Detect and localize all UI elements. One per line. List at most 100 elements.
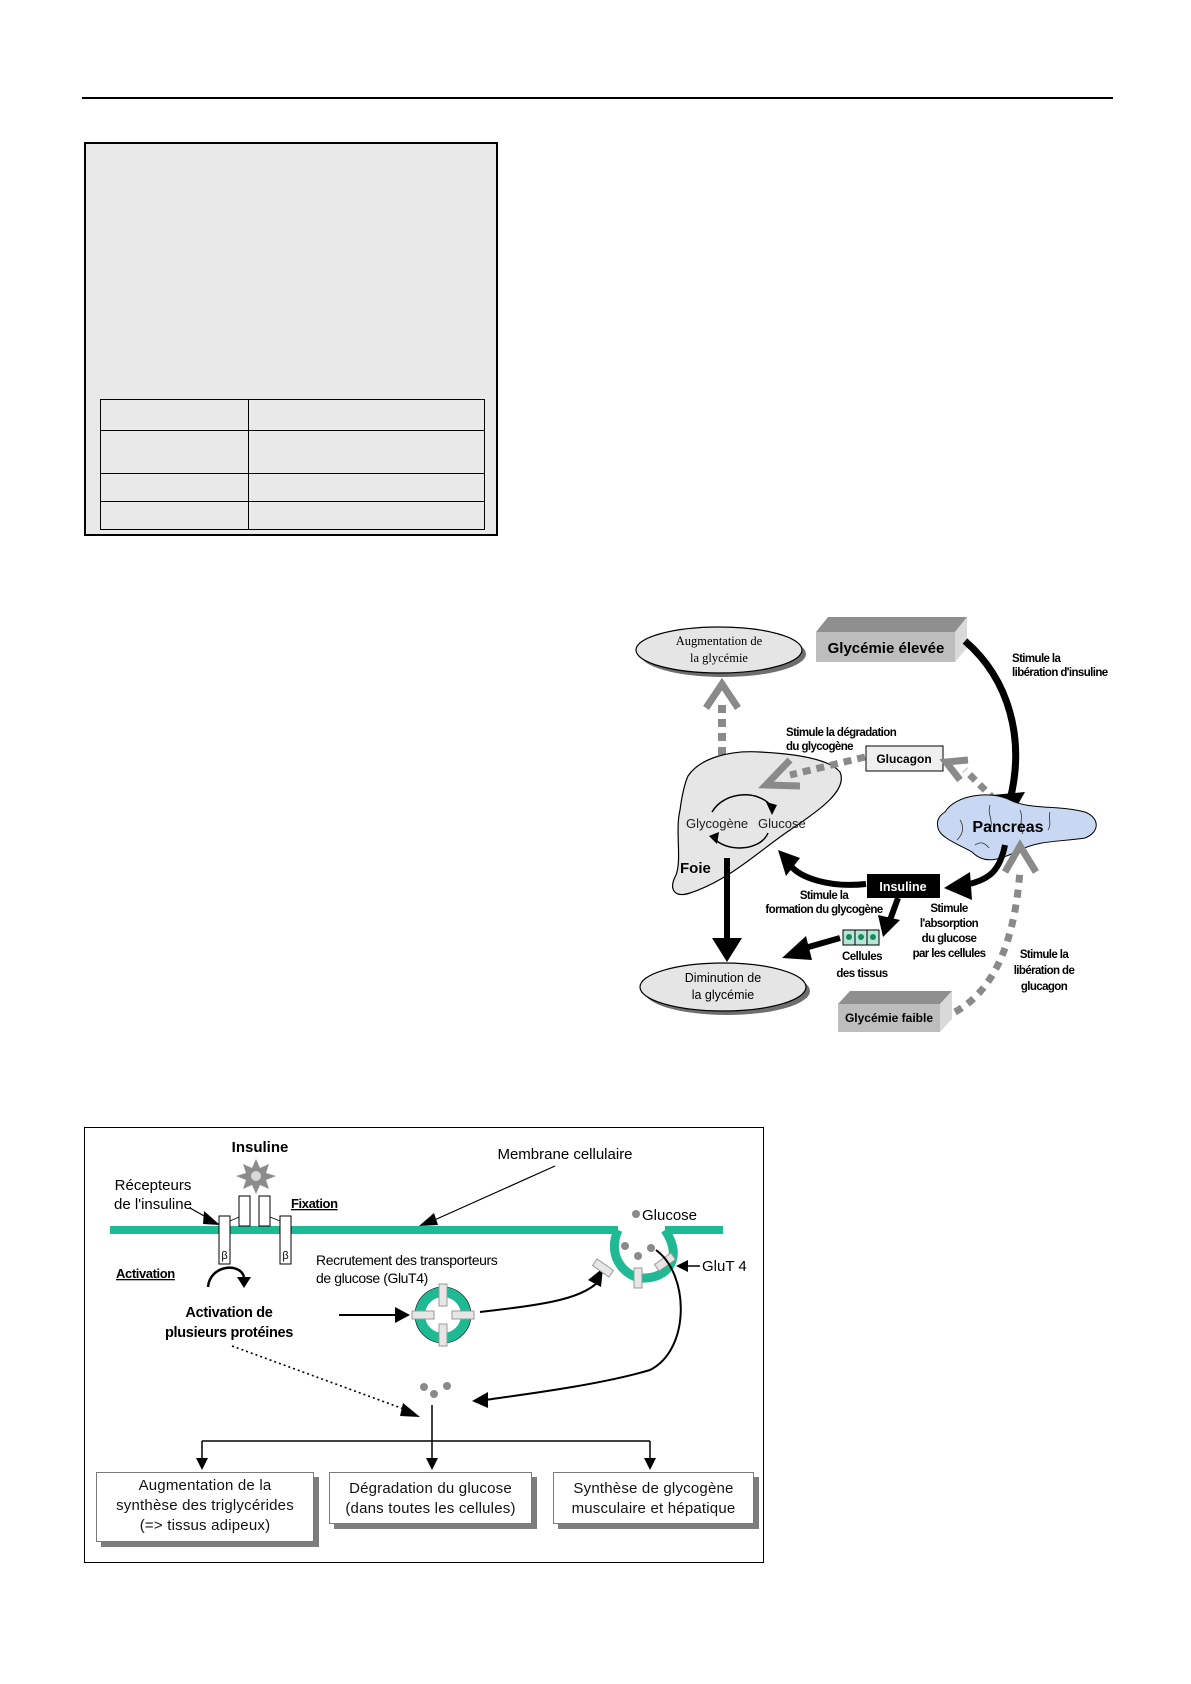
decrease-ellipse-line1: Diminution de [685,971,761,985]
cell-membrane-right [664,1225,723,1234]
result-glycogen-synthesis-line1: Synthèse de glycogène [573,1480,734,1497]
glucose-molecule-icon [633,1251,642,1260]
result-glycogen-synthesis-line2: musculaire et hépatique [571,1500,736,1517]
glucose-label: Glucose [642,1207,697,1224]
liver-label: Foie [680,860,711,877]
table-cell [248,399,485,431]
glucagon-label: Glucagon [876,752,931,766]
glucose-molecule-icon [631,1209,640,1218]
activation-proteins-line2: plusieurs protéines [164,1325,292,1341]
high-glycemia-box: Glycémie élevée [816,617,967,662]
table-row [100,430,485,474]
beta-subunit-label-left: β [221,1250,227,1262]
stim-glucose-absorption-line3: du glucose [922,933,977,945]
stim-insulin-release-line2: libération d'insuline [1012,667,1108,679]
table-cell [248,473,485,502]
decrease-glycemia-ellipse: Diminution de la glycémie [639,962,810,1015]
low-glycemia-box: Glycémie faible [838,991,952,1032]
result-box-glucose-degradation: Dégradation du glucose (dans toutes les … [329,1472,532,1524]
glucose-molecule-icon [646,1243,655,1252]
glucose-molecule-icon [419,1382,428,1391]
tissue-cells-icon [842,929,880,946]
low-glycemia-label: Glycémie faible [845,1011,933,1025]
glut4-vesicle-icon [411,1283,474,1346]
header-rule [82,97,1113,99]
decrease-ellipse-line2: la glycémie [692,988,755,1002]
glucose-molecule-icon [620,1241,629,1250]
gray-dashed-arrow-pancreas-glucagon [939,756,1008,813]
tissue-cells-line1: Cellules [842,951,882,963]
activation-label: Activation [116,1266,175,1281]
glucose-label: Glucose [758,816,806,831]
result-triglycerides-line2: synthèse des triglycérides [116,1497,294,1514]
glut4-transporter-icon [633,1267,642,1288]
insulin-signaling-figure: Insuline Récepteurs de l'insuline β β Fi… [84,1127,764,1563]
liver-shape: Glycogène Glucose Foie [672,751,842,896]
table-row [100,501,485,530]
insulin-label: Insuline [231,1139,288,1156]
insulin-box: Insuline [867,874,940,898]
result-box-glycogen-synthesis: Synthèse de glycogène musculaire et hépa… [553,1472,754,1524]
increase-glycemia-ellipse: Augmentation de la glycémie [635,626,806,677]
glut4-transporter-icon [591,1257,614,1278]
stim-glycogen-degradation-line2: du glycogène [786,741,853,753]
gray-dashed-arrow-low-glycemia [953,839,1039,1016]
arrow-head [944,872,972,900]
table-cell [100,430,249,474]
glycogen-label: Glycogène [686,816,748,831]
glucose-molecule-icon [429,1389,438,1398]
arrow-head [778,850,800,876]
increase-ellipse-line2: la glycémie [690,651,748,665]
result-box-triglycerides: Augmentation de la synthèse des triglycé… [96,1472,314,1542]
stim-glucose-absorption-line2: l'absorption [920,918,979,930]
beta-subunit-label-right: β [282,1250,288,1262]
cell-membrane-left [109,1225,618,1234]
pancreas-shape: Pancreas [937,794,1097,861]
table-cell [100,501,249,530]
glut4-label: GluT 4 [702,1258,747,1275]
gray-dashed-arrow-glucagon-liver [758,753,866,790]
table-cell [248,430,485,474]
table-row [100,399,485,431]
glycemia-regulation-diagram: Augmentation de la glycémie Glycémie éle… [635,617,1108,1032]
glut4-transporter-icon [653,1251,676,1272]
summary-box [84,142,498,536]
activation-proteins-line1: Activation de [185,1305,272,1321]
stim-glycogen-formation-line1: Stimule la [800,890,850,902]
receptors-label-line2: de l'insuline [114,1196,192,1213]
pancreas-label: Pancreas [972,819,1043,836]
result-triglycerides-line1: Augmentation de la [138,1477,272,1494]
stim-glucose-absorption-line4: par les cellules [913,948,986,960]
table-cell [100,399,249,431]
arrow-head [878,915,900,937]
stim-insulin-release-line1: Stimule la [1012,653,1062,665]
arrow-head [782,936,812,960]
increase-ellipse-line1: Augmentation de [676,634,763,648]
table-row [100,473,485,502]
receptors-label-line1: Récepteurs [114,1177,191,1194]
stim-glycogen-formation-line2: formation du glycogène [765,904,882,916]
table-cell [100,473,249,502]
glucose-molecule-icon [442,1381,451,1390]
tissue-cells-line2: des tissus [836,968,887,980]
result-triglycerides-line3: (=> tissus adipeux) [139,1517,271,1534]
summary-table [100,399,485,530]
result-glucose-degradation-line2: (dans toutes les cellules) [345,1500,516,1517]
stim-glycogen-degradation-line1: Stimule la dégradation [786,727,897,739]
insulin-signaling-diagram: Insuline Récepteurs de l'insuline β β Fi… [109,1139,747,1470]
stim-glucagon-release-line1: Stimule la [1020,949,1070,961]
stim-glucagon-release-line3: glucagon [1021,981,1068,993]
stim-glucagon-release-line2: libération de [1014,965,1075,977]
recruitment-label-line1: Recrutement des transporteurs [316,1252,498,1268]
high-glycemia-label: Glycémie élevée [828,640,945,657]
insulin-star-icon [235,1158,276,1194]
result-glucose-degradation-line1: Dégradation du glucose [349,1480,512,1497]
insulin-label: Insuline [879,880,926,894]
stim-glucose-absorption-line1: Stimule [930,903,968,915]
table-cell [248,501,485,530]
glucagon-box: Glucagon [865,745,944,772]
fixation-label: Fixation [291,1196,338,1211]
recruitment-label-line2: de glucose (GluT4) [316,1270,428,1286]
membrane-label: Membrane cellulaire [497,1146,632,1163]
arrow-head [712,938,742,962]
